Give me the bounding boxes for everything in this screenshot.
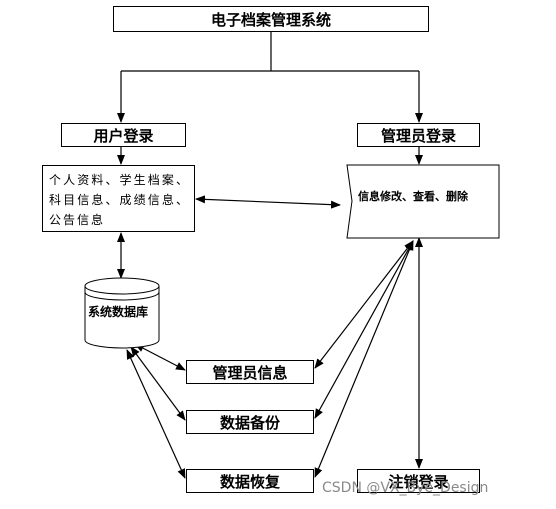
system-title-text: 电子档案管理系统 xyxy=(210,10,331,29)
data-restore-box: 数据恢复 xyxy=(186,469,314,493)
system-title: 电子档案管理系统 xyxy=(113,6,429,32)
data-backup-text: 数据备份 xyxy=(219,413,280,432)
user-login-box: 用户登录 xyxy=(61,123,186,147)
admin-functions-text: 信息修改、查看、删除 xyxy=(358,190,468,203)
admin-info-text: 管理员信息 xyxy=(212,363,288,382)
data-backup-box: 数据备份 xyxy=(186,410,314,434)
admin-to-restore-arrow xyxy=(314,240,414,478)
data-restore-text: 数据恢复 xyxy=(219,472,280,491)
database-cylinder xyxy=(84,277,160,349)
database-label: 系统数据库 xyxy=(88,305,149,319)
logout-box: 注销登录 xyxy=(357,469,480,493)
db-to-admininfo-arrow xyxy=(134,343,186,371)
logout-text: 注销登录 xyxy=(388,472,449,491)
user-functions-box: 个人资料、学生档案、科目信息、成绩信息、公告信息 xyxy=(42,165,195,232)
user-functions-text: 个人资料、学生档案、科目信息、成绩信息、公告信息 xyxy=(49,173,190,227)
db-to-restore-arrow xyxy=(126,349,186,479)
user-admin-link-arrow xyxy=(195,195,341,209)
user-login-text: 用户登录 xyxy=(93,126,154,145)
admin-login-box: 管理员登录 xyxy=(357,123,480,147)
admin-to-backup-arrow xyxy=(314,240,414,419)
admin-functions-shape xyxy=(346,164,500,239)
admin-to-admininfo-arrow xyxy=(314,240,414,369)
admin-login-text: 管理员登录 xyxy=(380,126,456,145)
db-to-backup-arrow xyxy=(130,346,186,421)
admin-info-box: 管理员信息 xyxy=(186,360,314,384)
watermark: CSDN @VX_Bye_Design xyxy=(322,480,489,496)
